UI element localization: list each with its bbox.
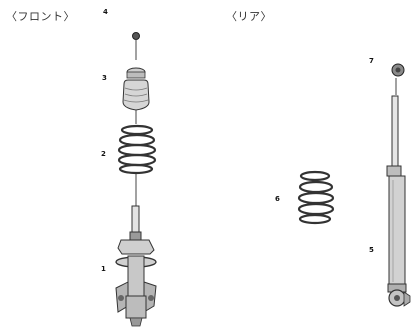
callout-front-strut: 1 (101, 265, 106, 273)
rear-coil-spring-icon (297, 170, 335, 225)
callout-rear-nut: 7 (369, 57, 374, 65)
front-bump-stop-icon (122, 67, 150, 124)
rear-nut-icon (391, 63, 405, 95)
callout-front-bump-stop: 3 (102, 74, 107, 82)
front-strut-icon (115, 205, 157, 327)
rear-section-title: 〈リア〉 (226, 10, 272, 23)
front-section-title: 〈フロント〉 (6, 10, 75, 23)
rear-shock-absorber-icon (386, 95, 411, 307)
callout-rear-shock: 5 (369, 246, 374, 254)
front-coil-spring-icon (117, 124, 157, 175)
callout-front-spring: 2 (101, 150, 106, 158)
callout-rear-spring: 6 (275, 195, 280, 203)
callout-front-nut: 4 (103, 8, 108, 16)
front-nut-icon (132, 32, 140, 60)
